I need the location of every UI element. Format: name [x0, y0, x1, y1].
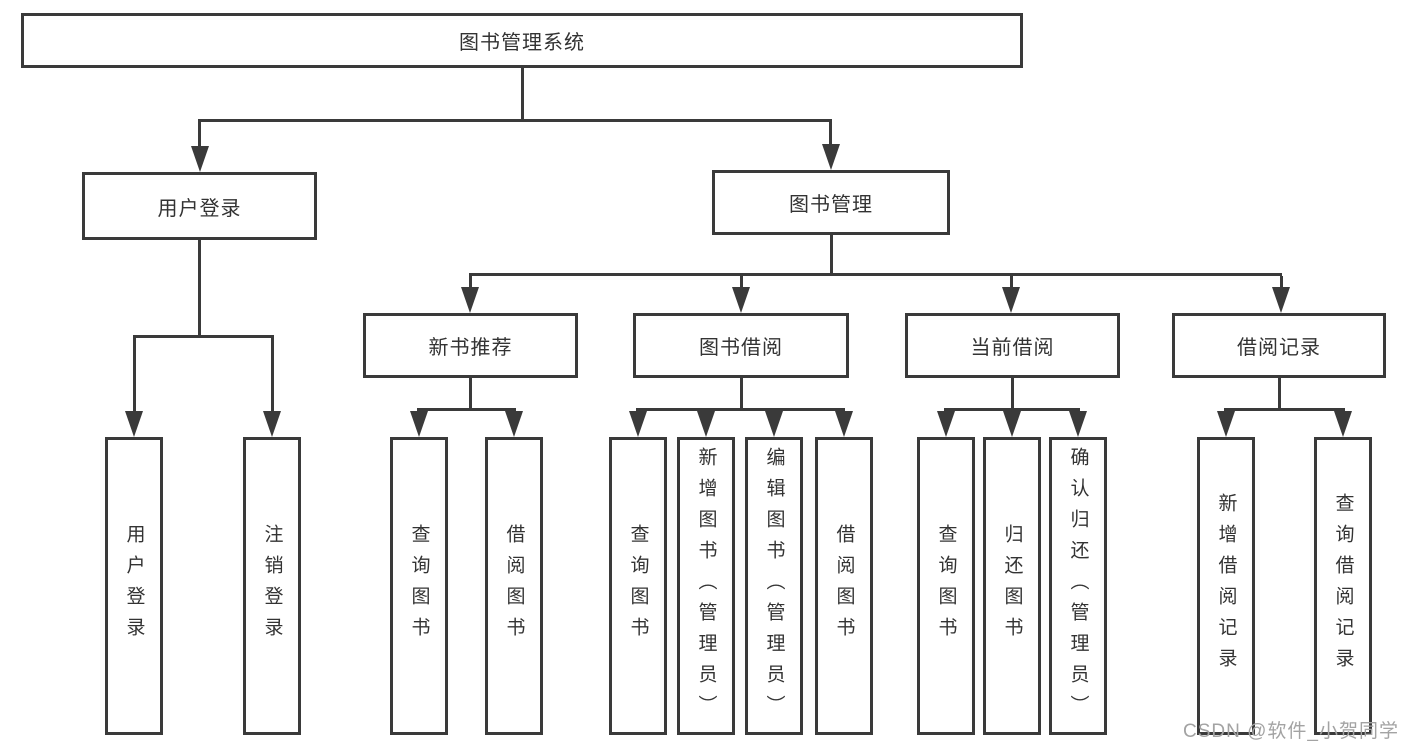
connector-line — [198, 240, 201, 338]
arrowhead-icon — [1272, 287, 1290, 313]
connector-line — [469, 378, 472, 411]
node-library-system: 图书管理系统 — [21, 13, 1023, 68]
node-current-borrow: 当前借阅 — [905, 313, 1120, 378]
arrowhead-icon — [1334, 411, 1352, 437]
leaf-label: 用户登录 — [123, 524, 145, 648]
leaf-query-books: 查询图书 — [390, 437, 448, 735]
connector-line — [1010, 276, 1013, 289]
arrowhead-icon — [1069, 411, 1087, 437]
node-label: 新书推荐 — [428, 337, 513, 359]
connector-line — [469, 276, 472, 289]
connector-line — [740, 276, 743, 289]
leaf-label: 新增图书（管理员） — [695, 446, 717, 726]
node-label: 图书管理 — [789, 194, 873, 216]
leaf-label: 借阅图书 — [503, 524, 525, 648]
arrowhead-icon — [937, 411, 955, 437]
leaf-label: 编辑图书（管理员） — [763, 446, 785, 726]
leaf-logout: 注销登录 — [243, 437, 301, 735]
node-book-management: 图书管理 — [712, 170, 950, 235]
leaf-query-borrow-record: 查询借阅记录 — [1314, 437, 1372, 735]
leaf-confirm-return-admin: 确认归还（管理员） — [1049, 437, 1107, 735]
node-label: 用户登录 — [157, 197, 242, 220]
node-borrow-records: 借阅记录 — [1172, 313, 1386, 378]
connector-line — [198, 119, 201, 149]
connector-line — [1224, 408, 1345, 411]
node-label: 当前借阅 — [970, 337, 1055, 359]
arrowhead-icon — [822, 144, 840, 170]
leaf-label: 注销登录 — [261, 524, 283, 648]
arrowhead-icon — [1217, 411, 1235, 437]
leaf-query-books: 查询图书 — [917, 437, 975, 735]
connector-line — [1280, 276, 1283, 289]
arrowhead-icon — [732, 287, 750, 313]
arrowhead-icon — [191, 146, 209, 172]
leaf-user-login: 用户登录 — [105, 437, 163, 735]
leaf-label: 查询借阅记录 — [1332, 493, 1354, 679]
leaf-edit-books-admin: 编辑图书（管理员） — [745, 437, 803, 735]
node-user-login: 用户登录 — [82, 172, 317, 240]
arrowhead-icon — [461, 287, 479, 313]
node-book-borrow: 图书借阅 — [633, 313, 849, 378]
connector-line — [830, 235, 833, 276]
leaf-label: 查询图书 — [408, 524, 430, 648]
arrowhead-icon — [125, 411, 143, 437]
arrowhead-icon — [629, 411, 647, 437]
arrowhead-icon — [263, 411, 281, 437]
connector-line — [469, 273, 1282, 276]
leaf-borrow-books: 借阅图书 — [485, 437, 543, 735]
node-label: 图书管理系统 — [459, 32, 585, 54]
connector-line — [417, 408, 516, 411]
connector-line — [829, 119, 832, 147]
leaf-return-books: 归还图书 — [983, 437, 1041, 735]
leaf-label: 新增借阅记录 — [1215, 493, 1237, 679]
connector-line — [1011, 378, 1014, 411]
node-label: 借阅记录 — [1237, 337, 1321, 359]
leaf-query-books: 查询图书 — [609, 437, 667, 735]
arrowhead-icon — [697, 411, 715, 437]
leaf-label: 查询图书 — [627, 524, 649, 648]
leaf-label: 确认归还（管理员） — [1067, 446, 1089, 726]
connector-line — [271, 338, 274, 413]
leaf-label: 借阅图书 — [833, 524, 855, 648]
leaf-add-books-admin: 新增图书（管理员） — [677, 437, 735, 735]
arrowhead-icon — [505, 411, 523, 437]
node-label: 图书借阅 — [699, 337, 783, 359]
connector-line — [1278, 378, 1281, 411]
arrowhead-icon — [1002, 287, 1020, 313]
csdn-watermark: CSDN @软件_小贺同学 — [1183, 721, 1399, 742]
arrowhead-icon — [765, 411, 783, 437]
node-new-book-recommend: 新书推荐 — [363, 313, 578, 378]
arrowhead-icon — [835, 411, 853, 437]
leaf-label: 查询图书 — [935, 524, 957, 648]
connector-line — [133, 338, 136, 413]
arrowhead-icon — [410, 411, 428, 437]
connector-line — [740, 378, 743, 411]
connector-line — [198, 119, 832, 122]
arrowhead-icon — [1003, 411, 1021, 437]
leaf-add-borrow-record: 新增借阅记录 — [1197, 437, 1255, 735]
connector-line — [636, 408, 845, 411]
connector-line — [521, 68, 524, 122]
connector-line — [133, 335, 274, 338]
leaf-label: 归还图书 — [1001, 524, 1023, 648]
leaf-borrow-books: 借阅图书 — [815, 437, 873, 735]
